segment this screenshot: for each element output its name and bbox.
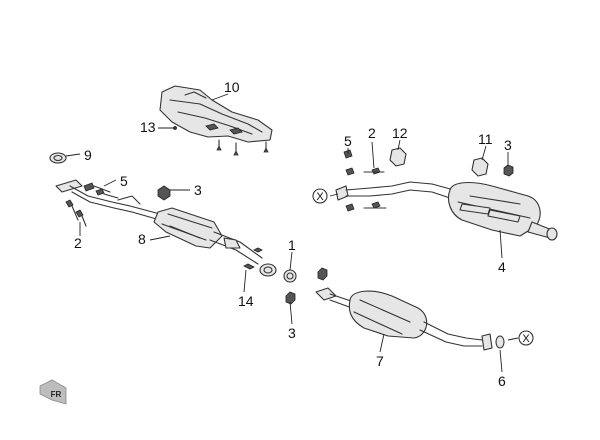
connection-mark-right: X — [518, 330, 534, 346]
heat-shield — [159, 85, 273, 156]
callout-labels: 10 13 9 5 3 2 8 1 14 3 7 5 2 12 11 3 4 6 — [74, 79, 512, 389]
callout-8: 8 — [138, 231, 146, 247]
callout-3-right: 3 — [504, 137, 512, 153]
connection-mark-right-label: X — [522, 333, 530, 345]
callout-1: 1 — [288, 237, 296, 253]
callout-2-right: 2 — [368, 125, 376, 141]
callout-3-middle: 3 — [288, 325, 296, 341]
callout-13: 13 — [140, 119, 156, 135]
front-pipe-catalyst — [55, 179, 277, 277]
muffler — [335, 147, 558, 241]
connection-mark-left: X — [312, 188, 328, 204]
callout-6: 6 — [498, 373, 506, 389]
callout-5-right: 5 — [344, 133, 352, 149]
fasteners — [49, 152, 328, 305]
leader-lines — [65, 93, 519, 373]
callout-9: 9 — [84, 147, 92, 163]
center-pipe-resonator — [315, 287, 505, 351]
callout-12: 12 — [392, 125, 408, 141]
callout-14: 14 — [238, 293, 254, 309]
callout-7: 7 — [376, 353, 384, 369]
callout-11: 11 — [478, 131, 493, 147]
front-arrow-label: FR — [51, 390, 62, 399]
callout-5-left: 5 — [120, 173, 128, 189]
callout-3-left: 3 — [194, 182, 202, 198]
callout-2-left: 2 — [74, 235, 82, 251]
front-arrow-icon: FR — [39, 379, 67, 405]
connection-mark-left-label: X — [316, 191, 324, 203]
callout-10: 10 — [224, 79, 240, 95]
callout-4: 4 — [498, 259, 506, 275]
